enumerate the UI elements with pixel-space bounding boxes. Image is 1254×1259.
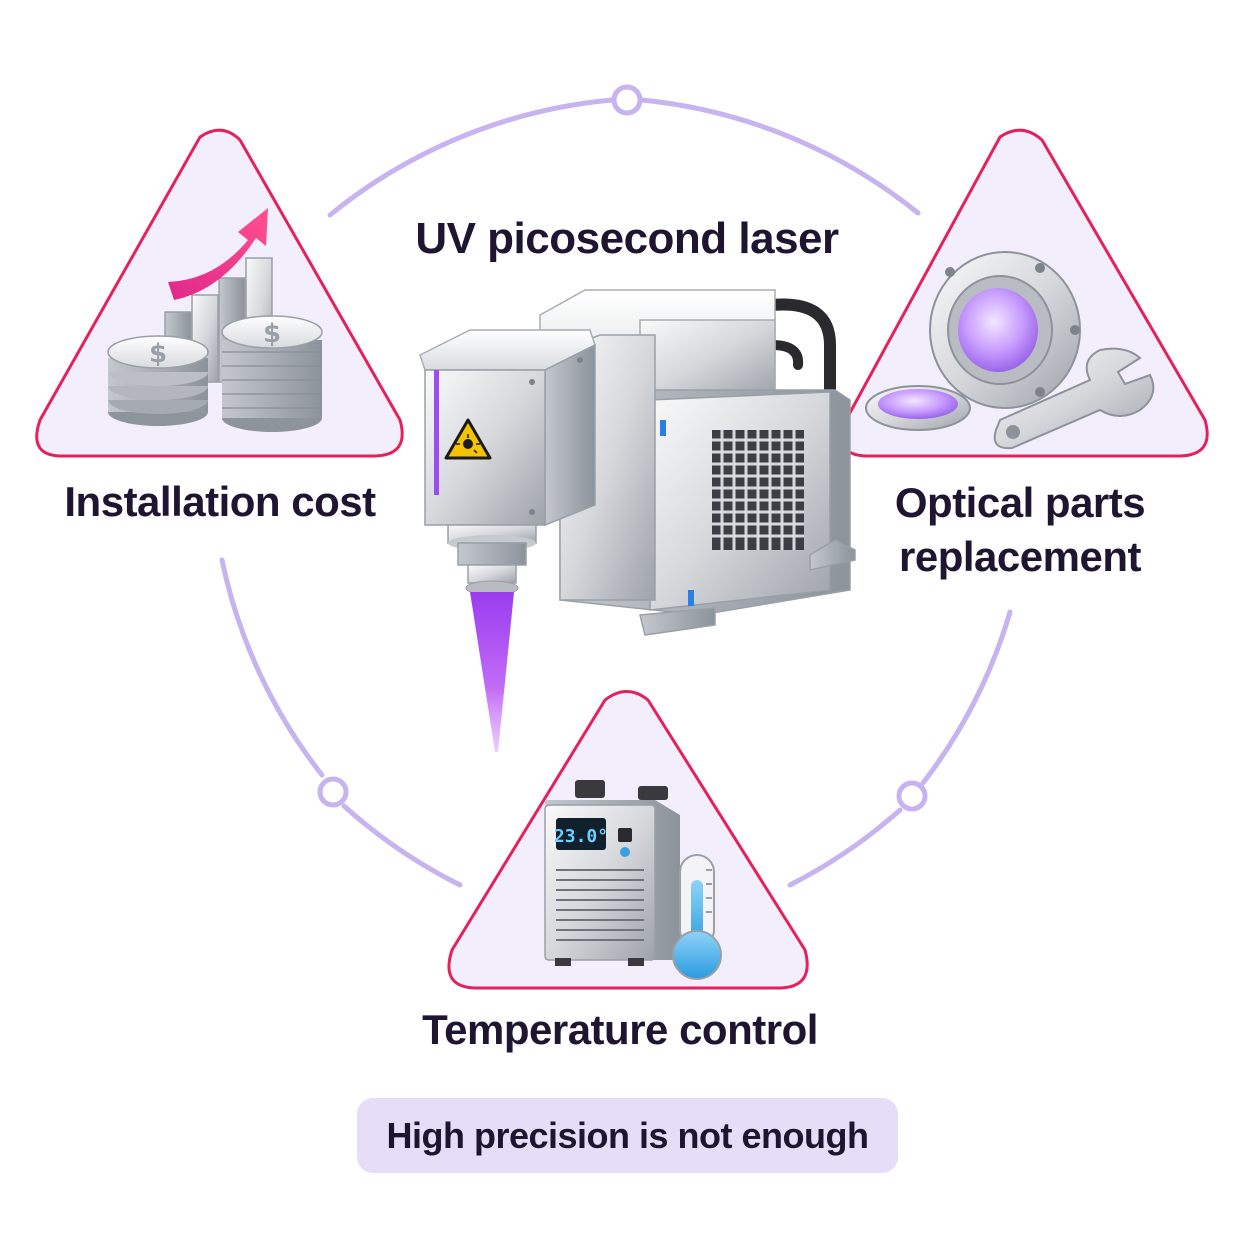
factor-label-optical-line-2: replacement xyxy=(899,533,1141,580)
chiller-icon: 23.0° xyxy=(544,780,680,966)
svg-text:$: $ xyxy=(263,319,281,349)
center-title: UV picosecond laser xyxy=(415,214,839,263)
cycle-node-right xyxy=(896,780,928,812)
cycle-node-left xyxy=(317,776,349,808)
chiller-display-text: 23.0° xyxy=(554,826,608,847)
cycle-arc-left xyxy=(219,557,325,778)
cycle-ring xyxy=(219,97,1013,888)
laser-machine-illustration xyxy=(419,289,856,752)
svg-text:$: $ xyxy=(149,339,167,369)
money-growth-icon: $ $ xyxy=(107,208,323,432)
optical-parts-icon xyxy=(865,251,1155,450)
coin-stack-right: $ xyxy=(221,315,323,432)
cycle-node-top xyxy=(611,84,643,116)
factor-label-optical-line-1: Optical parts xyxy=(894,479,1146,526)
factor-label-temperature: Temperature control xyxy=(370,1004,870,1056)
cycle-arc-top-right xyxy=(639,97,921,216)
cycle-arc-bottom-right xyxy=(787,807,903,888)
factor-label-installation-line-1: Installation cost xyxy=(64,478,376,525)
footer-banner: High precision is not enough xyxy=(357,1098,898,1173)
laser-warning-icon xyxy=(444,418,492,460)
cycle-nodes xyxy=(317,84,928,812)
factor-label-installation: Installation cost xyxy=(30,476,410,528)
uv-beam xyxy=(470,592,514,752)
factor-label-optical: Optical parts replacement xyxy=(860,476,1180,584)
cycle-arc-top-left xyxy=(327,97,615,218)
coin-stack-left: $ xyxy=(107,335,209,426)
factor-label-temperature-line-1: Temperature control xyxy=(422,1006,818,1053)
cycle-arc-bottom-left xyxy=(341,803,463,888)
cycle-arc-right xyxy=(920,609,1013,786)
thermometer-icon xyxy=(672,854,722,980)
